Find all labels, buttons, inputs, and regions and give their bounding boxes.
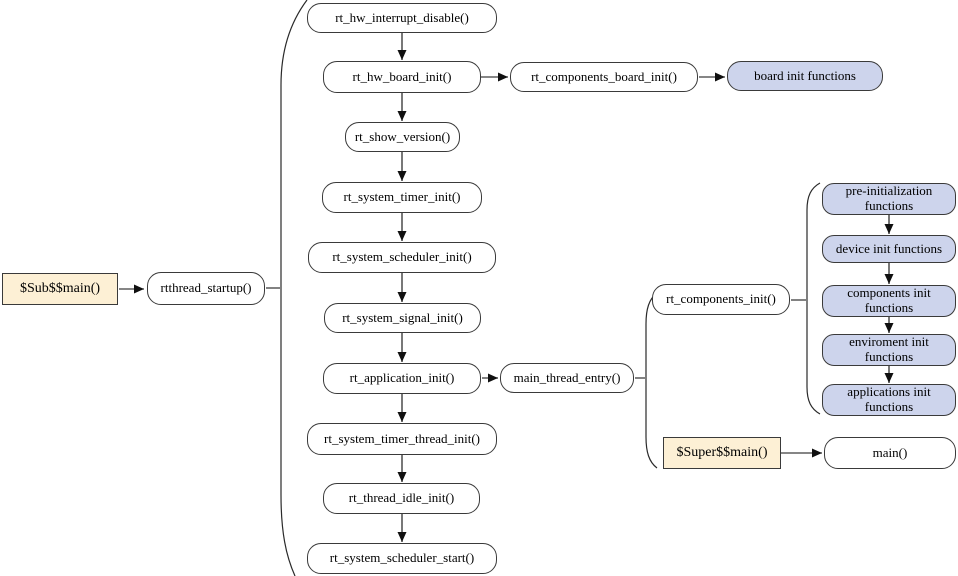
node-rt-system-signal-init: rt_system_signal_init() [324,303,481,333]
node-rt-system-scheduler-start: rt_system_scheduler_start() [307,543,497,574]
node-rtthread-startup: rtthread_startup() [147,272,265,305]
node-rt-system-timer-thread-init: rt_system_timer_thread_init() [307,423,497,455]
node-rt-show-version: rt_show_version() [345,122,460,152]
node-rt-thread-idle-init: rt_thread_idle_init() [323,483,480,514]
node-rt-system-timer-init: rt_system_timer_init() [322,182,482,213]
node-enviroment-init-functions: enviroment init functions [822,334,956,366]
node-pre-initialization-functions: pre-initialization functions [822,183,956,215]
node-board-init-functions: board init functions [727,61,883,91]
node-rt-system-scheduler-init: rt_system_scheduler_init() [308,242,496,273]
node-rt-components-init: rt_components_init() [652,284,790,315]
node-super-main: $Super$$main() [663,437,781,469]
node-components-init-functions: components init functions [822,285,956,317]
node-main-thread-entry: main_thread_entry() [500,363,634,393]
node-rt-application-init: rt_application_init() [323,363,481,394]
node-rt-hw-board-init: rt_hw_board_init() [323,61,481,93]
main-thread-brace [645,292,658,469]
node-device-init-functions: device init functions [822,235,956,263]
node-sub-main: $Sub$$main() [2,273,118,305]
node-main: main() [824,437,956,469]
node-applications-init-functions: applications init functions [822,384,956,416]
components-brace [806,182,821,415]
node-rt-components-board-init: rt_components_board_init() [510,62,698,92]
node-rt-hw-interrupt-disable: rt_hw_interrupt_disable() [307,3,497,33]
big-brace [280,0,308,576]
